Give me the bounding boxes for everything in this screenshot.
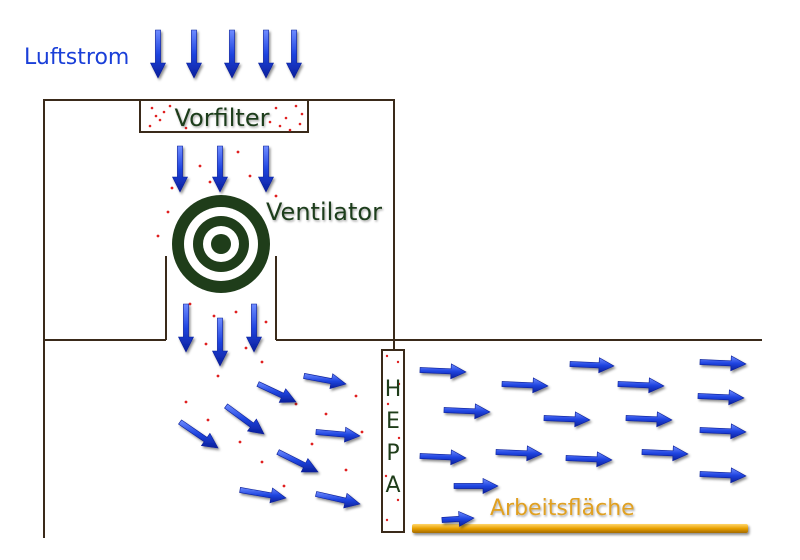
airflow-arrow-29 (419, 449, 467, 466)
hepa-letter-p: P (386, 441, 399, 466)
airflow-arrow-18 (239, 487, 287, 504)
airflow-arrow-15 (178, 419, 219, 449)
airflow-arrow-1 (150, 29, 166, 79)
fan-label: Ventilator (266, 198, 382, 226)
hepa-particles (384, 354, 401, 522)
airflow-arrow-28 (697, 389, 745, 406)
hepa-filter-box (381, 349, 405, 533)
airflow-arrow-16 (315, 426, 361, 443)
airflow-arrow-12 (256, 381, 297, 403)
airflow-arrow-10 (212, 317, 228, 367)
hepa-letter-e: E (386, 409, 400, 434)
airflow-arrow-6 (172, 145, 188, 193)
airflow-arrow-4 (258, 29, 274, 79)
airflow-arrow-27 (625, 411, 673, 428)
airflow-arrow-24 (699, 355, 747, 372)
airflow-arrow-35 (699, 467, 747, 484)
prefilter: Vorfilter (139, 99, 309, 133)
airflow-arrow-31 (565, 451, 613, 468)
airflow-arrow-13 (303, 373, 347, 390)
prefilter-particles (148, 104, 304, 132)
fan-duct (165, 256, 277, 340)
airflow-arrow-34 (453, 478, 499, 494)
airflow-arrow-23 (617, 377, 665, 394)
airflow-arrow-11 (246, 303, 262, 353)
airflow-arrow-5 (286, 29, 302, 79)
airflow-arrow-14 (224, 403, 265, 435)
airflow-arrow-30 (495, 445, 543, 462)
airflow-arrow-36 (441, 511, 475, 527)
work-surface: Arbeitsfläche (412, 496, 748, 533)
airflow-arrow-22 (569, 357, 615, 374)
airflow-arrow-17 (276, 449, 319, 473)
prefilter-label: Vorfilter (175, 104, 270, 132)
airflow-arrow-33 (699, 423, 747, 440)
airflow-arrow-7 (212, 145, 228, 193)
work-surface-bench (412, 524, 748, 533)
airflow-arrow-32 (641, 445, 689, 462)
hepa-letter-a: A (385, 473, 400, 498)
airflow-arrow-20 (419, 363, 467, 380)
fan-hub (211, 234, 231, 254)
fan: Ventilator (172, 195, 382, 293)
airflow-arrows (150, 29, 747, 527)
hepa-letter-h: H (385, 377, 402, 402)
airflow-arrow-2 (186, 29, 202, 79)
airflow-arrow-21 (501, 377, 549, 394)
airflow-arrow-9 (178, 303, 194, 353)
work-surface-label: Arbeitsfläche (490, 496, 635, 521)
airflow-arrow-8 (258, 145, 274, 193)
hepa-filter: H E P A (381, 349, 405, 533)
airflow-arrow-25 (443, 403, 491, 420)
airflow-arrow-19 (315, 491, 361, 509)
airflow-label: Luftstrom (24, 45, 129, 70)
airflow-arrow-26 (543, 411, 591, 428)
dust-particles (156, 148, 364, 488)
airflow-arrow-3 (224, 29, 240, 79)
